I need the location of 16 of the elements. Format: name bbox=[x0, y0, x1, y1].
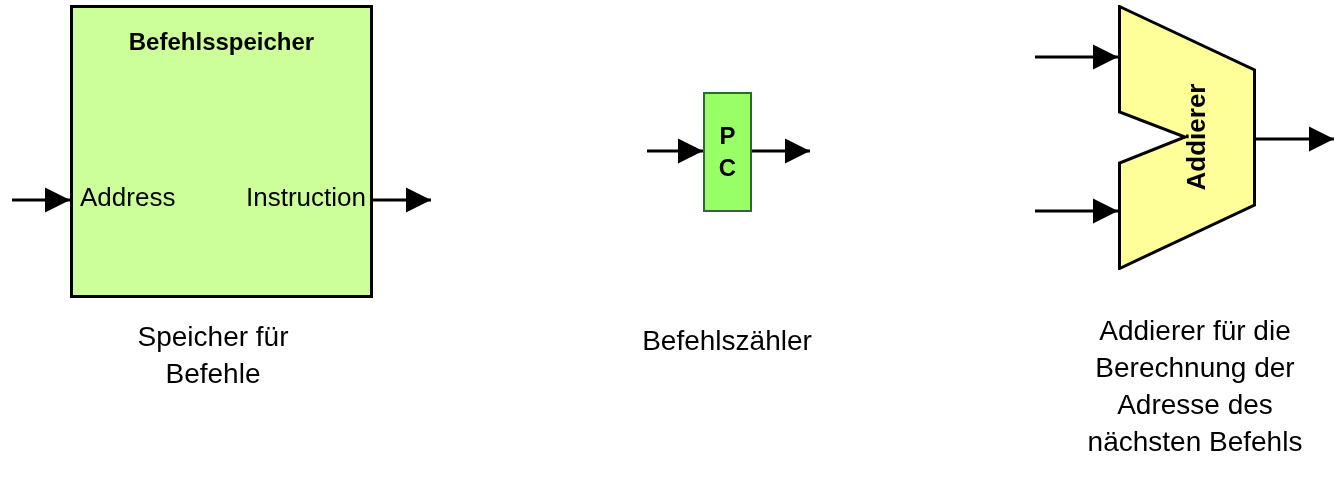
caption: Speicher für Befehle bbox=[136, 320, 290, 391]
port-label: Instruction bbox=[246, 184, 366, 210]
memory-box bbox=[70, 5, 373, 298]
arrow bbox=[647, 138, 703, 164]
block-title: Befehlsspeicher bbox=[127, 27, 316, 57]
arrow bbox=[752, 138, 810, 164]
caption: Befehlszähler bbox=[641, 324, 813, 358]
adder-label: Addierer bbox=[1183, 83, 1209, 191]
port-label: Address bbox=[80, 184, 176, 210]
caption: Addierer für die Berechnung der Adresse des nächsten Befehls bbox=[1086, 314, 1304, 459]
arrow bbox=[1035, 44, 1118, 70]
arrow bbox=[373, 187, 431, 213]
arrow bbox=[12, 187, 70, 213]
arrow bbox=[1256, 126, 1334, 152]
register-box: P C bbox=[703, 92, 752, 212]
arrow bbox=[1035, 198, 1118, 224]
